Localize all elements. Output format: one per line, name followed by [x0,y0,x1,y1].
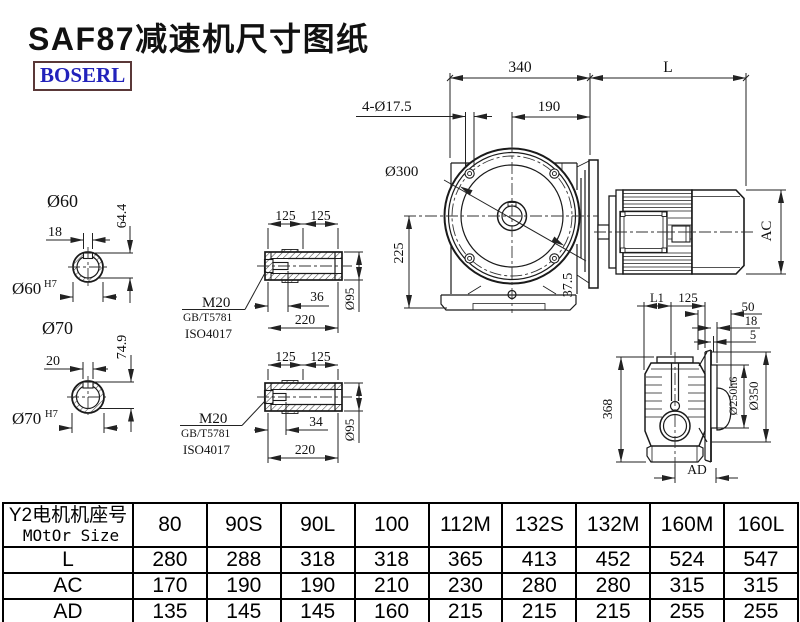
dim-label: ISO4017 [185,326,232,341]
dimension-row-label: AC [2,572,134,600]
dimension-value-cell: 160 [353,598,430,622]
dimension-value-cell: 318 [279,546,356,574]
dimension-value-cell: 255 [649,598,725,622]
dim-label: 4-Ø17.5 [362,99,412,115]
brand-logo: BOSERL [33,61,133,91]
dim-label: Ø70 [42,318,73,338]
dimension-row-label: L [2,546,134,574]
dimension-row-label: AD [2,598,134,622]
dim-label: H7 [45,409,58,420]
dim-label: 64.4 [115,204,130,229]
motor-size-column-header: 160L [723,502,799,548]
dimension-value-cell: 413 [501,546,578,574]
dim-label: GB/T5781 [183,312,232,324]
dimension-value-cell: 318 [353,546,430,574]
motor-size-column-header: 132M [575,502,652,548]
page-title: SAF87减速机尺寸图纸 [28,21,370,57]
dim-label: AC [759,221,775,242]
dim-label: 74.9 [115,335,130,360]
gearbox-side-view: L1 125 50 18 5 368 Ø250h6 [600,290,771,483]
motor-size-column-header: 80 [132,502,208,548]
dimension-value-cell: 215 [575,598,652,622]
motor-size-column-header: 100 [353,502,430,548]
dim-label: 5 [750,328,756,342]
dimension-value-cell: 145 [279,598,356,622]
dimension-value-cell: 365 [427,546,504,574]
dim-label: Ø250h6 [726,377,740,416]
dimension-value-cell: 524 [649,546,725,574]
dim-label: 50 [742,299,755,314]
dimension-value-cell: 255 [723,598,799,622]
dim-label: Ø60 [12,279,41,298]
dim-label: 20 [46,354,60,369]
dim-label: L1 [650,291,664,305]
dim-label: 125 [678,290,698,305]
dim-label: 125 [275,208,296,223]
dim-label: 340 [508,59,532,76]
dimension-value-cell: 230 [427,572,504,600]
dim-label: Ø350 [746,382,761,411]
dim-label: 34 [309,414,323,429]
hollow-shaft-bottom-view: 125 125 34 220 Ø95 M20 GB/T5781 ISO4017 [180,349,363,463]
hollow-shaft-top-view: 125 125 36 220 Ø95 M20 GB/T5781 ISO4017 [182,208,363,341]
dim-label: ISO4017 [183,442,230,457]
dim-label: L [663,59,672,76]
motor-size-column-header: 160M [649,502,725,548]
dimension-value-cell: 210 [353,572,430,600]
dim-label: M20 [202,295,230,311]
dim-label: Ø70 [12,409,41,428]
motor-size-column-header: 90L [279,502,356,548]
dim-label: GB/T5781 [181,428,230,440]
dim-label: 37.5 [561,273,576,298]
dim-label: 125 [310,208,331,223]
gearbox-front-view: Ø300 340 L 190 4-Ø17.5 225 37.5 [356,59,786,313]
dim-label: Ø300 [385,164,418,180]
dim-label: Ø95 [342,419,357,441]
dim-label: 125 [275,349,296,364]
motor-size-column-header: 112M [427,502,504,548]
dimension-value-cell: 315 [723,572,799,600]
motor-size-column-header: 90S [205,502,282,548]
dimension-value-cell: 215 [427,598,504,622]
dimension-value-cell: 215 [501,598,578,622]
dim-label: 36 [310,289,324,304]
dim-label: 125 [310,349,331,364]
dim-label: 190 [538,99,561,115]
dim-label: 220 [295,312,316,327]
dimension-value-cell: 280 [132,546,208,574]
dim-label: Ø95 [342,288,357,310]
dim-label: 220 [295,442,316,457]
dimension-value-cell: 547 [723,546,799,574]
dim-label: Ø60 [47,191,78,211]
dimension-value-cell: 280 [575,572,652,600]
dimension-value-cell: 190 [279,572,356,600]
dim-label: 225 [392,243,407,264]
dimension-value-cell: 280 [501,572,578,600]
shaft-section-70-view: Ø70 20 74.9 Ø70 H7 [12,318,134,433]
dimension-value-cell: 145 [205,598,282,622]
dimension-value-cell: 315 [649,572,725,600]
dim-label: 368 [600,399,615,420]
dimension-value-cell: 190 [205,572,282,600]
dim-label: M20 [199,411,227,427]
dimension-value-cell: 452 [575,546,652,574]
dim-label: AD [687,462,707,477]
dimension-value-cell: 170 [132,572,208,600]
dimension-value-cell: 135 [132,598,208,622]
dim-label: 18 [745,314,758,328]
dimension-value-cell: 288 [205,546,282,574]
technical-drawing: Ø60 18 64.4 Ø60 H7 Ø70 [12,59,786,483]
brand-logo-text: BOSERL [40,63,126,87]
dim-label: H7 [44,279,57,290]
motor-size-column-header: 132S [501,502,578,548]
shaft-section-60-view: Ø60 18 64.4 Ø60 H7 [12,191,133,303]
dim-label: 18 [48,225,62,240]
